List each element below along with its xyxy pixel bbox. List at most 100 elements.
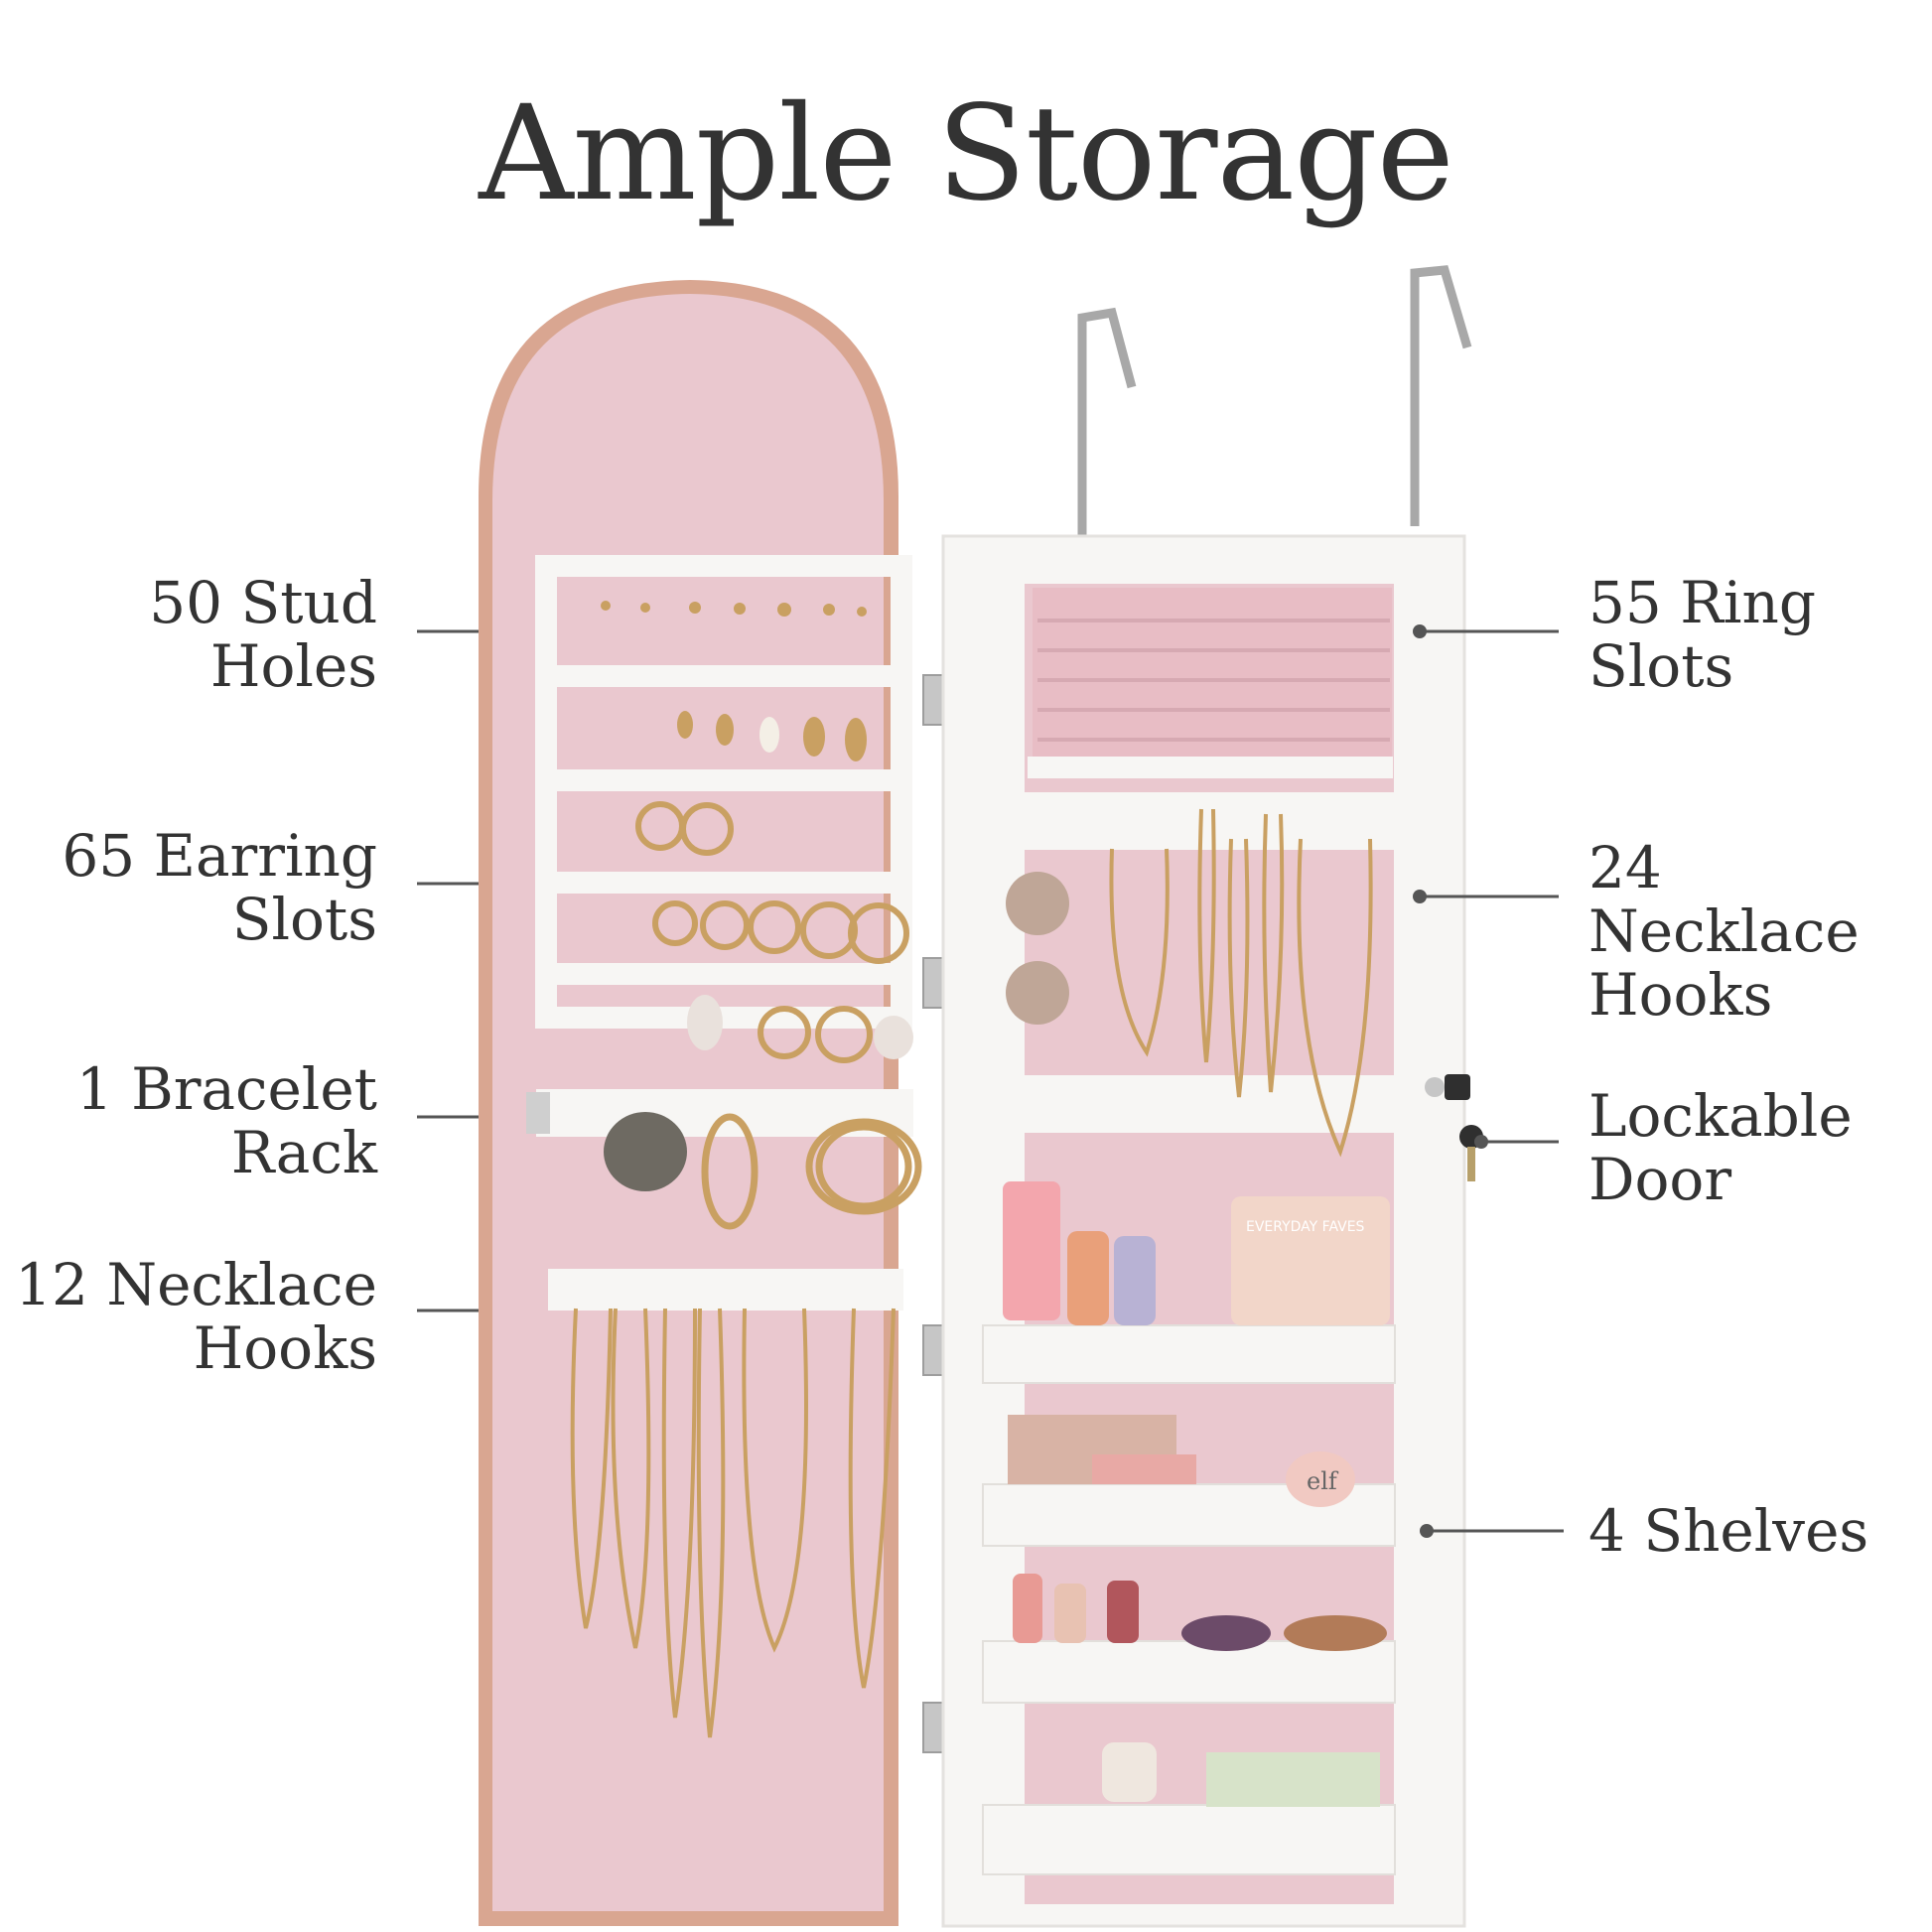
necklace bbox=[742, 1308, 808, 1653]
callout-necklace-hooks-cabinet: 24 Necklace Hooks bbox=[1588, 834, 1860, 1029]
shelves bbox=[982, 1324, 1396, 1875]
stud bbox=[823, 604, 835, 616]
rack-bracket bbox=[526, 1092, 550, 1134]
nail-polish bbox=[1054, 1584, 1086, 1643]
earring-bars bbox=[556, 665, 894, 985]
ring-tray-ledge bbox=[1028, 757, 1393, 778]
sunglasses-lens bbox=[1006, 872, 1069, 935]
hoop bbox=[652, 900, 698, 946]
leader-dot bbox=[1413, 624, 1427, 638]
necklace bbox=[1227, 838, 1250, 1098]
pouch bbox=[1102, 1742, 1157, 1802]
cabinet-necklaces bbox=[1109, 808, 1373, 1158]
earring-bar bbox=[556, 963, 894, 985]
stud bbox=[689, 602, 701, 614]
earring-panel bbox=[535, 555, 912, 1029]
earring-bar bbox=[556, 665, 894, 687]
earrings bbox=[601, 601, 867, 761]
nail-polish bbox=[1107, 1581, 1139, 1643]
hoop bbox=[848, 902, 909, 964]
ring-tray bbox=[1033, 588, 1392, 757]
claw-clip bbox=[1181, 1615, 1271, 1651]
callout-necklace-hooks-door: 12 Necklace Hooks bbox=[15, 1251, 377, 1382]
shelf bbox=[982, 1640, 1396, 1704]
shelf bbox=[982, 1324, 1396, 1384]
lash-box bbox=[1206, 1752, 1380, 1807]
stud bbox=[734, 603, 746, 615]
nail-polish bbox=[1013, 1574, 1042, 1643]
door-necklaces bbox=[570, 1308, 896, 1738]
earring-bar bbox=[556, 769, 894, 791]
stud bbox=[640, 603, 650, 613]
stud bbox=[601, 601, 611, 611]
bangle bbox=[815, 1123, 912, 1210]
eyeshadow-palette-small bbox=[1092, 1454, 1196, 1484]
hoop bbox=[815, 1006, 873, 1063]
hoop-earrings bbox=[635, 801, 909, 1063]
drop-earring bbox=[687, 995, 723, 1050]
earring-pearl bbox=[759, 717, 779, 753]
leader-lines-right bbox=[1425, 629, 1564, 1533]
hoop bbox=[758, 1006, 811, 1059]
necklace bbox=[848, 1308, 896, 1689]
callout-stud-holes: 50 Stud Holes bbox=[149, 569, 377, 700]
leader-dots-right bbox=[1413, 624, 1488, 1538]
serum-bottle bbox=[1067, 1231, 1109, 1325]
drop-earrings bbox=[687, 995, 913, 1059]
sunglasses-lens bbox=[1006, 961, 1069, 1025]
necklace-bar-cabinet-bottom bbox=[1021, 1075, 1394, 1133]
over-door-hooks bbox=[1077, 265, 1472, 556]
leader-dot bbox=[1474, 1135, 1488, 1149]
necklace bbox=[1262, 813, 1285, 1093]
hoop bbox=[748, 900, 801, 954]
perfume-card-label: EVERYDAY FAVES bbox=[1246, 1219, 1365, 1235]
leader-dot bbox=[1420, 1524, 1434, 1538]
necklace-bar-cabinet-top bbox=[1021, 792, 1394, 850]
callout-ring-slots: 55 Ring Slots bbox=[1588, 569, 1816, 700]
stud bbox=[777, 603, 791, 617]
hoop bbox=[800, 901, 858, 959]
hoop bbox=[700, 900, 750, 950]
lock-latch bbox=[1445, 1074, 1470, 1100]
earring-bar bbox=[556, 872, 894, 894]
serum-bottle bbox=[1114, 1236, 1156, 1325]
shelf-items: EVERYDAY FAVES elf bbox=[1003, 1181, 1390, 1807]
door-hook bbox=[1410, 265, 1472, 526]
necklace bbox=[570, 1308, 613, 1629]
spray-bottle bbox=[1003, 1181, 1060, 1320]
earring bbox=[677, 711, 693, 739]
bracelets bbox=[701, 1113, 922, 1230]
key-blade bbox=[1467, 1147, 1475, 1181]
callout-lockable-door: Lockable Door bbox=[1588, 1082, 1853, 1213]
callout-earring-slots: 65 Earring Slots bbox=[62, 822, 377, 953]
earring bbox=[716, 714, 734, 746]
perfume-card bbox=[1231, 1196, 1390, 1325]
ring-rows bbox=[1037, 619, 1390, 742]
door-hook bbox=[1077, 307, 1137, 556]
necklace bbox=[611, 1308, 651, 1649]
lock-cylinder bbox=[1425, 1077, 1445, 1097]
earring bbox=[845, 718, 867, 761]
page-title: Ample Storage bbox=[479, 77, 1454, 230]
necklace bbox=[696, 1308, 726, 1738]
bangle bbox=[805, 1118, 922, 1215]
beaded-bracelet bbox=[701, 1113, 759, 1230]
blush-compact bbox=[1286, 1451, 1355, 1507]
necklace bbox=[1109, 848, 1170, 1057]
blush-label: elf bbox=[1307, 1467, 1339, 1495]
stud bbox=[857, 607, 867, 617]
necklace-bar-door bbox=[548, 1269, 903, 1311]
necklace bbox=[1297, 838, 1373, 1158]
drop-earring bbox=[874, 1016, 913, 1059]
claw-clip bbox=[1284, 1615, 1387, 1651]
hoop bbox=[680, 802, 734, 856]
callout-shelves: 4 Shelves bbox=[1588, 1497, 1869, 1565]
necklace bbox=[1197, 808, 1216, 1063]
sunglasses bbox=[1006, 872, 1069, 1025]
scrunchie bbox=[604, 1112, 687, 1191]
earring bbox=[803, 717, 825, 757]
shelf bbox=[982, 1804, 1396, 1875]
leader-dot bbox=[1413, 890, 1427, 903]
callout-bracelet-rack: 1 Bracelet Rack bbox=[75, 1055, 377, 1186]
